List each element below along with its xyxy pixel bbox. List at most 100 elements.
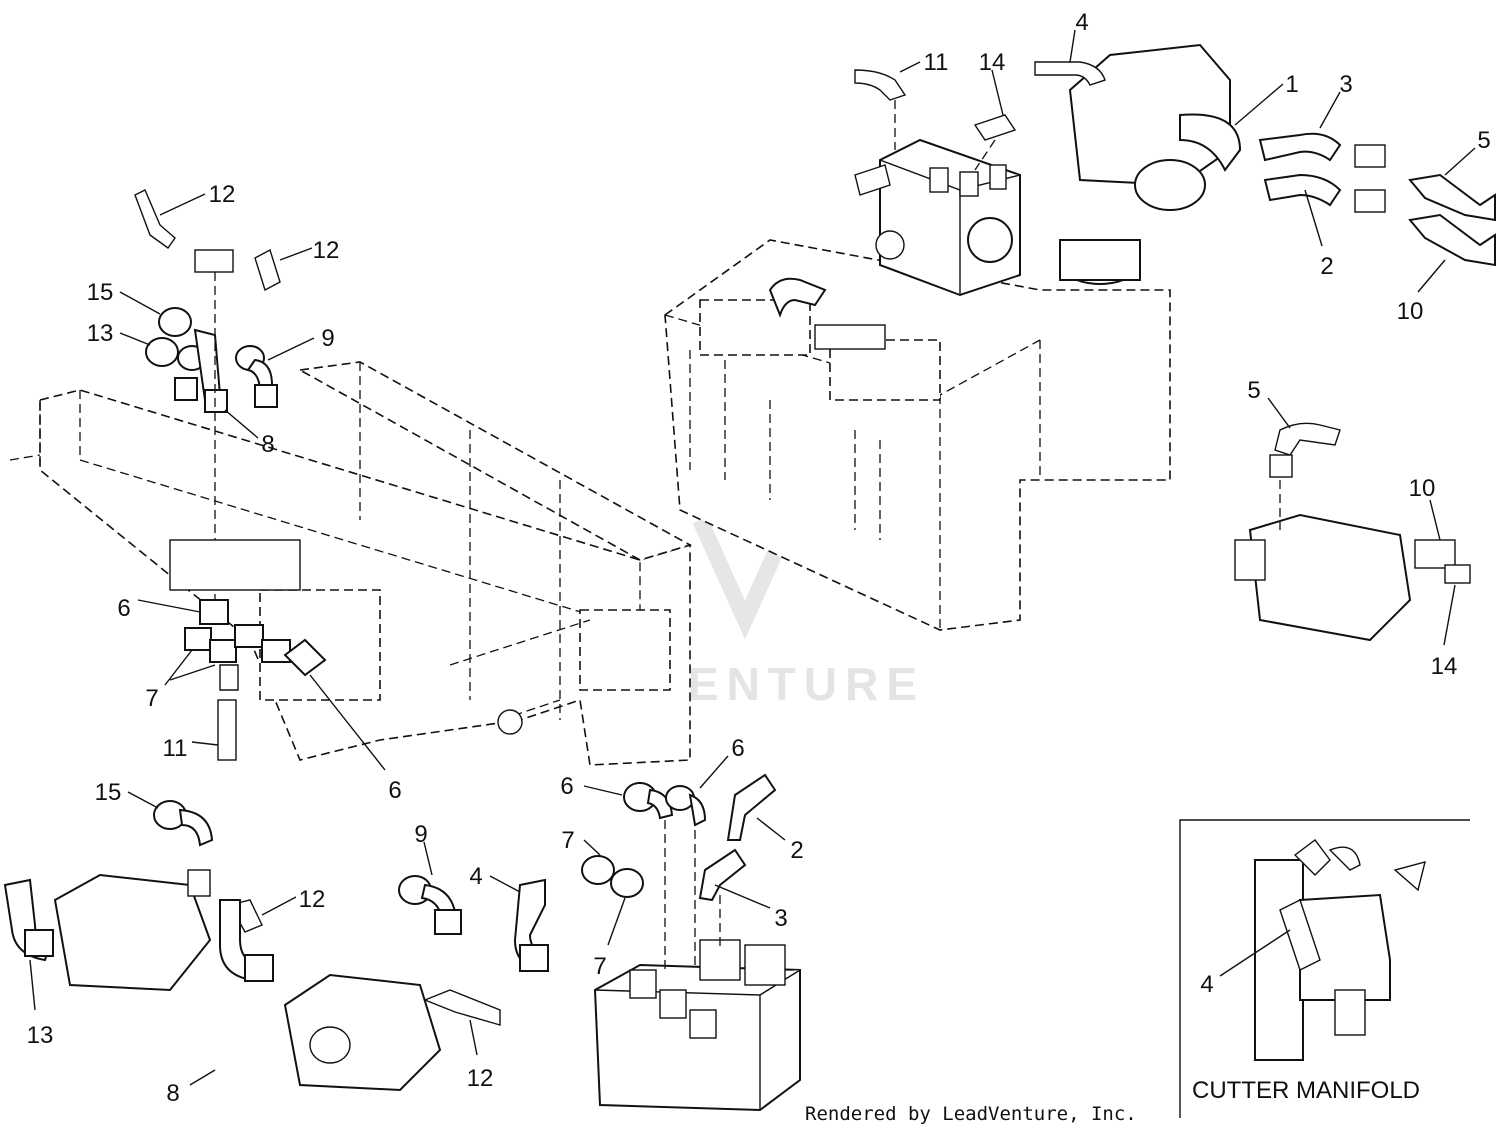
callout-4: 4 (1200, 971, 1213, 998)
callout-14: 14 (1431, 653, 1458, 680)
nut-4-lower (519, 944, 549, 972)
fitting-12-upper-left (134, 189, 176, 249)
callout-12: 12 (299, 886, 326, 913)
fitting-14-top (973, 114, 1017, 141)
cutter-fitting-4 (1279, 899, 1321, 971)
callout-6: 6 (117, 595, 130, 622)
fitting-12-lower-right (423, 989, 501, 1026)
top-right-fittings (1258, 132, 1496, 267)
callout-15: 15 (95, 779, 122, 806)
callout-4: 4 (1075, 9, 1088, 36)
leader-lines (29, 29, 1476, 1086)
fitting-11-top (854, 69, 907, 101)
bottom-left-pump (3, 800, 263, 992)
fitting-3-top (1258, 132, 1342, 162)
fitting-6-right (283, 638, 327, 677)
tank-filler-neck (1059, 239, 1141, 281)
nut-13-upper (174, 377, 198, 401)
tank-elbow-fitting (768, 277, 827, 318)
tank-outlet-plate (829, 339, 941, 401)
cutter-manifold-body (1254, 859, 1304, 1061)
cutter-manifold-inset: CUTTER MANIFOLD (1179, 819, 1470, 1118)
fitting-3-lower (698, 848, 747, 902)
callout-7: 7 (145, 685, 158, 712)
fitting-12-upper-right (254, 248, 281, 292)
inset-title: CUTTER MANIFOLD (1192, 1077, 1420, 1104)
adapter-2-top (1354, 189, 1386, 213)
tank-tee-fitting (814, 324, 886, 350)
callout-9: 9 (321, 325, 334, 352)
callout-12: 12 (467, 1065, 494, 1092)
callout-15: 15 (87, 279, 114, 306)
pump-bottom-left-body (53, 873, 212, 992)
callout-12: 12 (209, 181, 236, 208)
right-middle-pump (1234, 422, 1471, 642)
top-manifold-solenoid (967, 217, 1013, 263)
nut-13-lower (24, 929, 54, 957)
callout-8: 8 (261, 431, 274, 458)
fitting-11-left (217, 699, 237, 761)
callout-5: 5 (1477, 127, 1490, 154)
callout-11: 11 (924, 49, 949, 76)
fitting-10-middle (1414, 539, 1456, 569)
callout-6: 6 (731, 735, 744, 762)
fitting-13-upper (145, 337, 179, 367)
callout-1: 1 (1285, 71, 1298, 98)
render-credit: Rendered by LeadVenture, Inc. (805, 1103, 1137, 1125)
cutter-manifold-block (1299, 893, 1391, 1001)
inset-frame (1179, 819, 1470, 1118)
callout-11: 11 (163, 735, 188, 762)
top-pump-port (1134, 159, 1206, 211)
left-upper-fittings (134, 189, 281, 600)
top-pump-body (1068, 43, 1231, 187)
nut-9-upper (254, 384, 278, 408)
callout-14: 14 (979, 49, 1006, 76)
top-manifold (854, 69, 1021, 297)
callout-7: 7 (561, 827, 574, 854)
pump-bottom-center-body (283, 973, 442, 1092)
tee-fitting-upper (194, 249, 234, 273)
top-pump (1034, 43, 1242, 211)
callout-9: 9 (414, 821, 427, 848)
callout-6: 6 (388, 777, 401, 804)
fitting-14-middle (1444, 564, 1471, 584)
hose-4-top (1034, 61, 1106, 86)
hydraulic-tank (664, 239, 1171, 631)
callout-7: 7 (593, 953, 606, 980)
fitting-2-lower (726, 773, 777, 841)
callout-13: 13 (27, 1022, 54, 1049)
callout-2: 2 (790, 837, 803, 864)
pump-middle-body (1248, 513, 1412, 642)
fitting-2-top (1263, 173, 1342, 207)
nut-5-middle (1269, 454, 1293, 478)
nut-8-upper (204, 389, 228, 413)
tank-inlet-plate (699, 299, 811, 356)
fitting-7-lower-a (581, 855, 615, 885)
callout-2: 2 (1320, 253, 1333, 280)
callout-4: 4 (469, 863, 482, 890)
fitting-7-lower-b (610, 868, 644, 898)
hose-5-middle (1274, 422, 1341, 456)
hose-10-top (1408, 213, 1496, 267)
callout-3: 3 (1339, 71, 1352, 98)
hose-5-top (1408, 173, 1496, 222)
bottom-center-pump (219, 875, 501, 1092)
callout-6: 6 (560, 773, 573, 800)
callout-10: 10 (1409, 475, 1436, 502)
mount-plate-left (169, 539, 301, 591)
frame-bracket (579, 609, 671, 691)
adapter-3-top (1354, 144, 1386, 168)
left-lower-fittings (169, 539, 327, 761)
bottom-control-valve (513, 773, 801, 1112)
nut-9-lower (434, 909, 462, 935)
callout-12: 12 (313, 237, 340, 264)
tractor-frame (9, 361, 693, 766)
fitting-6-left (199, 599, 229, 625)
nut-8-lower (244, 954, 274, 982)
callout-10: 10 (1397, 298, 1424, 325)
callout-3: 3 (774, 905, 787, 932)
top-pump-elbow (1179, 113, 1242, 172)
